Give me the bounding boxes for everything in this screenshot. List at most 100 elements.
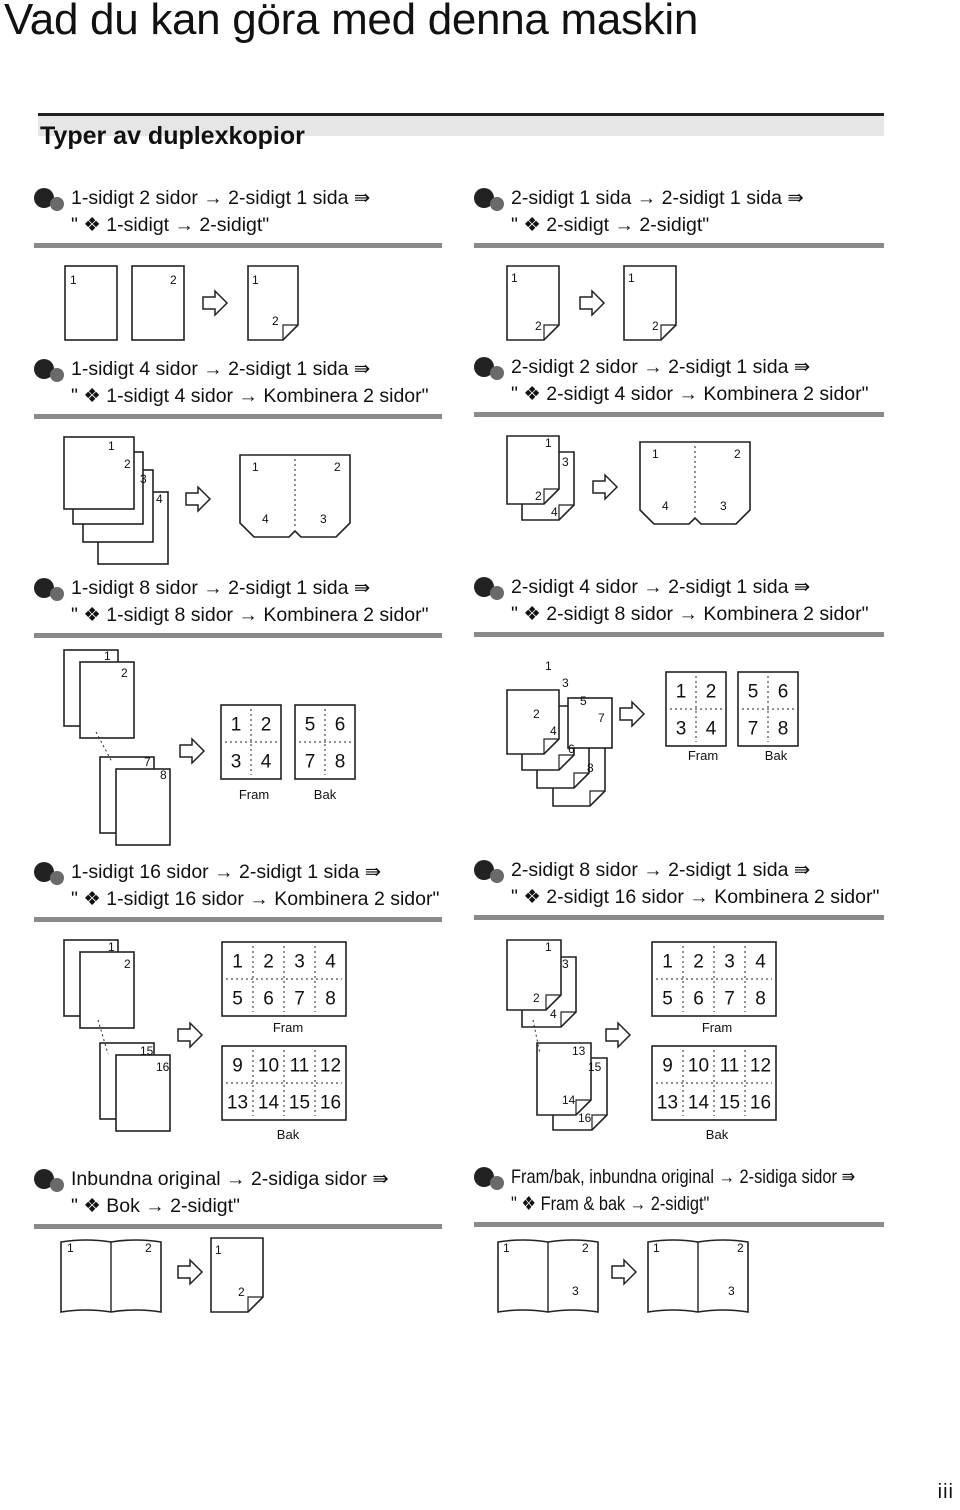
grid-page-number: 5 (232, 989, 243, 1010)
mode-description: 1-sidigt 16 sidor → 2-sidigt 1 sida ⇛ (71, 861, 382, 883)
grid-page-number: 1 (676, 682, 687, 703)
bullet-icon (474, 860, 508, 883)
grid-page-number: 16 (320, 1093, 341, 1114)
section-rule (38, 113, 884, 116)
page-number-label: 3 (140, 472, 147, 486)
page-number-label: 1 (104, 649, 111, 663)
page-number-label: 4 (551, 505, 558, 519)
page-number-label: 1 (545, 436, 552, 450)
page-number-label: 2 (582, 1241, 589, 1255)
bullet-icon (34, 188, 68, 211)
page-number-label: 8 (160, 768, 167, 782)
paper-sheet (63, 436, 135, 510)
grid-page-number: 6 (778, 682, 789, 703)
paper-sheet (567, 697, 613, 749)
grid-page-number: 3 (676, 719, 687, 740)
bullet-icon (34, 359, 68, 382)
grid-page-number: 2 (263, 952, 274, 973)
bullet-icon (474, 577, 508, 600)
bullet-icon (34, 1169, 68, 1192)
paper-sheet (506, 265, 560, 341)
transform-arrow-icon (592, 473, 619, 501)
page-number-label: 1 (67, 1241, 74, 1255)
mode-setting-name: " ❖ 1-sidigt 4 sidor → Kombinera 2 sidor… (71, 385, 429, 407)
mode-setting-name: " ❖ 1-sidigt 16 sidor → Kombinera 2 sido… (71, 888, 440, 910)
transform-arrow-icon (177, 1258, 204, 1286)
page-number-label: 1 (108, 439, 115, 453)
page-number-label: 3 (720, 499, 727, 513)
mode-description: 2-sidigt 1 sida → 2-sidigt 1 sida ⇛ (511, 187, 804, 209)
page-number-label: 6 (568, 742, 575, 756)
page-number-label: 4 (550, 1007, 557, 1021)
section-bar (38, 116, 884, 136)
page-number-label: 2 (121, 666, 128, 680)
grid-page-number: 4 (706, 719, 717, 740)
grid-page-number: 13 (657, 1093, 678, 1114)
mode-description: 1-sidigt 4 sidor → 2-sidigt 1 sida ⇛ (71, 358, 371, 380)
page-number-label: 13 (572, 1044, 586, 1058)
page-number-label: 2 (334, 460, 341, 474)
page-number-label: 2 (535, 489, 542, 503)
grid-page-number: 13 (227, 1093, 248, 1114)
page-number-label: 1 (215, 1243, 222, 1257)
mode-description: 2-sidigt 4 sidor → 2-sidigt 1 sida ⇛ (511, 576, 811, 598)
page-fold (543, 324, 559, 340)
mode-underline (474, 412, 884, 417)
transform-arrow-icon (611, 1258, 638, 1286)
mode-setting-name: " ❖ Fram & bak → 2-sidigt" (511, 1193, 710, 1215)
paper-sheet (131, 265, 185, 341)
mode-description: Fram/bak, inbundna original → 2-sidiga s… (511, 1166, 856, 1188)
mode-setting-name: " ❖ 1-sidigt → 2-sidigt" (71, 214, 270, 236)
page-number-label: 16 (578, 1111, 592, 1125)
mode-setting-name: " ❖ 2-sidigt 4 sidor → Kombinera 2 sidor… (511, 383, 869, 405)
grid-page-number: 2 (261, 715, 272, 736)
mode-underline (474, 632, 884, 637)
paper-sheet (623, 265, 677, 341)
mode-description: Inbundna original → 2-sidiga sidor ⇛ (71, 1168, 389, 1190)
page-fold (558, 754, 574, 770)
page-number-label: 3 (728, 1284, 735, 1298)
page-number-label: 2 (652, 319, 659, 333)
page-number-label: 2 (272, 314, 279, 328)
grid-page-number: 9 (232, 1056, 243, 1077)
mode-setting-name: " ❖ Bok → 2-sidigt" (71, 1195, 240, 1217)
front-label: Fram (688, 748, 718, 763)
grid-page-number: 7 (748, 719, 759, 740)
page-number-label: 1 (503, 1241, 510, 1255)
page-number-label: 1 (652, 447, 659, 461)
mode-description: 2-sidigt 8 sidor → 2-sidigt 1 sida ⇛ (511, 859, 811, 881)
page-number-label: 2 (124, 957, 131, 971)
transform-arrow-icon (179, 737, 206, 765)
front-label: Fram (702, 1020, 732, 1035)
mode-underline (474, 915, 884, 920)
grid-page-number: 5 (748, 682, 759, 703)
page-fold (558, 504, 574, 520)
back-label: Bak (277, 1127, 300, 1142)
bullet-icon (34, 578, 68, 601)
paper-sheet (115, 1054, 171, 1132)
page-number-label: 3 (320, 512, 327, 526)
grid-page-number: 6 (693, 989, 704, 1010)
page-number-label: 5 (580, 694, 587, 708)
page-number-label: 2 (170, 273, 177, 287)
paper-sheet (506, 435, 560, 505)
mode-underline (34, 414, 442, 419)
mode-underline (34, 243, 442, 248)
page-number-label: 1 (511, 271, 518, 285)
page-number-label: 4 (262, 512, 269, 526)
mode-setting-name: " ❖ 1-sidigt 8 sidor → Kombinera 2 sidor… (71, 604, 429, 626)
page-number-label: 8 (587, 761, 594, 775)
page-number-label: 3 (562, 676, 569, 690)
back-label: Bak (765, 748, 788, 763)
grid-page-number: 7 (724, 989, 735, 1010)
page-number-label: 2 (145, 1241, 152, 1255)
page-number-label: 2 (238, 1285, 245, 1299)
grid-page-number: 8 (325, 989, 336, 1010)
page-number-label: 3 (562, 957, 569, 971)
transform-arrow-icon (177, 1021, 204, 1049)
grid-page-number: 3 (231, 752, 242, 773)
page-fold (543, 488, 559, 504)
grid-page-number: 8 (755, 989, 766, 1010)
grid-page-number: 1 (232, 952, 243, 973)
page-number-label: 3 (562, 455, 569, 469)
